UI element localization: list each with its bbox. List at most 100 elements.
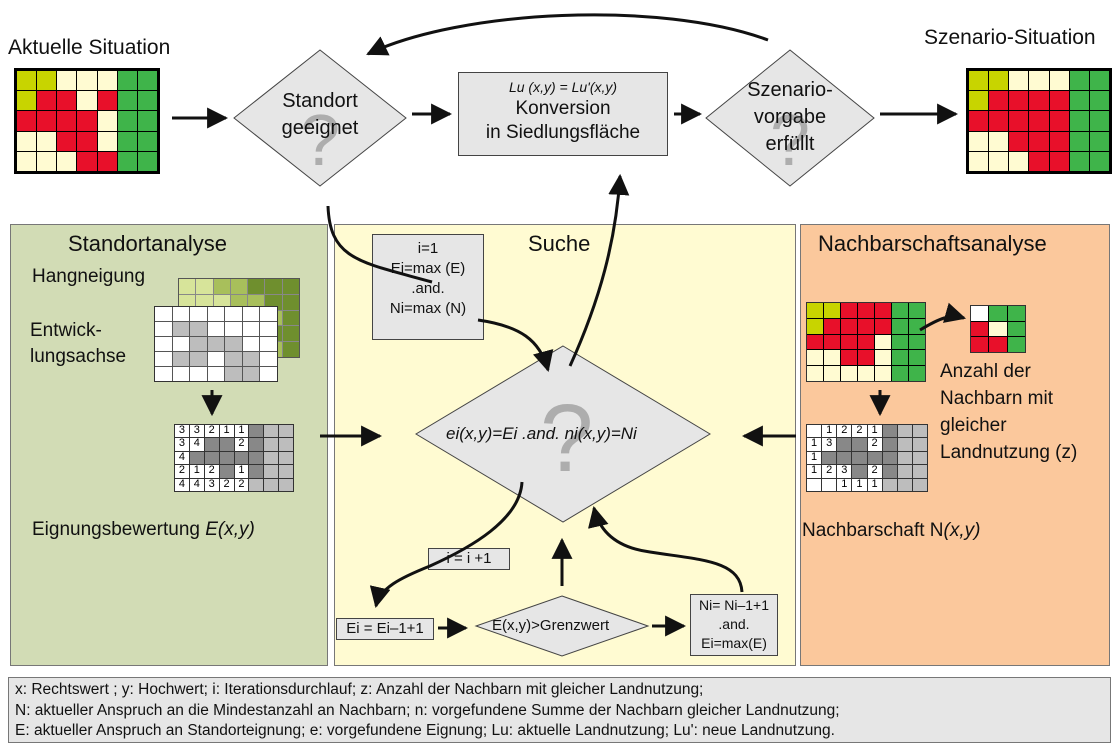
- aktuell-cell: [57, 151, 77, 171]
- achse-cell: [172, 367, 190, 381]
- init-n: Ni=max (N): [389, 300, 467, 317]
- nachbarschaft-cell: 2: [822, 465, 837, 478]
- eignungsbewertung-text: Eignungsbewertung: [32, 519, 206, 540]
- hang-cell: [282, 326, 299, 342]
- nachbarschaft-cell: 1: [837, 478, 852, 491]
- szenario-cell: [969, 111, 989, 131]
- achse-cell: [207, 367, 225, 381]
- nachbarschaft-cell: 1: [822, 424, 837, 438]
- szenario-diamond-label: Szenario- vorgabe erfüllt: [740, 77, 840, 158]
- init-e: Ei=max (E): [390, 260, 466, 277]
- eignung-cell: [249, 478, 264, 491]
- nachbarschaft-cell: 3: [822, 438, 837, 451]
- legend-line2: N: aktueller Anspruch an die Mindestanza…: [15, 701, 840, 719]
- standort-line1: Standort: [282, 90, 358, 112]
- szenario-cell: [989, 91, 1009, 111]
- aktuell-cell: [137, 111, 157, 131]
- aktuell-cell: [57, 71, 77, 91]
- threshold-diamond: [474, 595, 650, 657]
- nachbarschaft-cell: [822, 478, 837, 491]
- nachbarschaft-cell: 1: [807, 465, 822, 478]
- eignung-cell: [264, 465, 279, 478]
- n-update-line3: Ei=max(E): [701, 635, 767, 651]
- eignung-cell: [219, 465, 234, 478]
- hang-cell: [196, 279, 213, 294]
- nachbar-cell: [841, 366, 857, 381]
- nachbar-cell: [909, 303, 925, 318]
- nachbarschaft-cell: 2: [837, 424, 852, 438]
- nachbarschaft-cell: 1: [807, 451, 822, 465]
- konversion-formula: Lu (x,y) = Lu'(x,y): [508, 79, 618, 95]
- achse-cell: [155, 352, 172, 366]
- eignung-cell: [219, 438, 234, 451]
- nachbar-cell: [858, 334, 874, 350]
- nachbarschaft-cell: [867, 451, 882, 465]
- nachbar-cell: [875, 318, 891, 334]
- szenario-cell: [1029, 111, 1049, 131]
- achse-cell: [225, 352, 242, 366]
- hang-cell: [282, 279, 299, 294]
- entwicklungsachse-grid: [154, 306, 278, 382]
- nachbar-cell: [841, 318, 857, 334]
- szenario-cell: [989, 151, 1009, 171]
- szenario-cell: [1089, 151, 1109, 171]
- achse-cell: [172, 322, 190, 336]
- aktuell-cell: [37, 131, 57, 151]
- szenario-cell: [1029, 71, 1049, 91]
- eignung-cell: [234, 451, 249, 465]
- eignung-cell: [264, 438, 279, 451]
- entwicklungsachse-label-line2: lungsachse: [30, 346, 127, 367]
- anzahl-nachbarn-line1: Anzahl der: [940, 361, 1031, 382]
- achse-cell: [172, 337, 190, 351]
- nachbarschaft-cell: [912, 478, 927, 491]
- aktuell-cell: [117, 131, 137, 151]
- szenario-cell: [1009, 131, 1029, 151]
- hangneigung-label: Hangneigung: [32, 266, 146, 287]
- nachbar-cell: [875, 350, 891, 366]
- aktuell-cell: [57, 131, 77, 151]
- central-condition: ei(x,y)=Ei .and. ni(x,y)=Ni: [446, 424, 637, 443]
- richtung-cell: [971, 321, 989, 337]
- richtung-cell: [971, 337, 989, 352]
- aktuell-cell: [137, 91, 157, 111]
- question-mark-center: ?: [540, 385, 594, 492]
- suche-title: Suche: [528, 231, 591, 256]
- hang-cell: [230, 279, 248, 294]
- legend-line3: E: aktueller Anspruch an Standorteignung…: [15, 722, 835, 739]
- konversion-text-line1: Konversion: [515, 98, 611, 119]
- nachbar-cell: [858, 303, 874, 318]
- szenario-line2: vorgabe: [753, 106, 827, 128]
- eignung-cell: [279, 438, 293, 451]
- init-box: i=1 Ei=max (E) .and. Ni=max (N): [372, 234, 484, 340]
- entwicklungsachse-label: Entwick- lungsachse: [30, 318, 126, 370]
- szenario-landnutzung-grid: [966, 68, 1112, 174]
- eignung-cell: [264, 451, 279, 465]
- aktuell-cell: [37, 91, 57, 111]
- achse-cell: [225, 307, 242, 321]
- aktuell-cell: [77, 151, 97, 171]
- nachbarschaft-cell: [897, 465, 912, 478]
- hang-cell: [282, 342, 299, 357]
- achse-cell: [242, 337, 260, 351]
- nachbarschaft-landnutzung-grid: [806, 302, 926, 382]
- nachbarschaft-cell: [897, 451, 912, 465]
- arrow-nupdate-to-center: [588, 505, 744, 593]
- question-mark-site: ?: [300, 101, 341, 181]
- aktuell-cell: [17, 151, 37, 171]
- eignung-cell: 1: [189, 465, 204, 478]
- szenario-diamond: [705, 49, 875, 187]
- anzahl-nachbarn-line2: Nachbarn mit: [940, 388, 1053, 409]
- nachbarschaft-cell: 1: [852, 478, 867, 491]
- nachbar-cell: [807, 303, 823, 318]
- e-update-box: Ei = Ei–1+1: [336, 618, 434, 640]
- nachbar-cell: [824, 366, 840, 381]
- nachbar-cell: [841, 350, 857, 366]
- nachbar-cell: [807, 366, 823, 381]
- eignung-cell: 3: [175, 424, 189, 438]
- szenario-cell: [1069, 111, 1089, 131]
- achse-cell: [207, 337, 225, 351]
- hang-cell: [196, 294, 213, 310]
- hang-cell: [230, 294, 248, 310]
- achse-cell: [260, 322, 277, 336]
- nachbar-cell: [824, 303, 840, 318]
